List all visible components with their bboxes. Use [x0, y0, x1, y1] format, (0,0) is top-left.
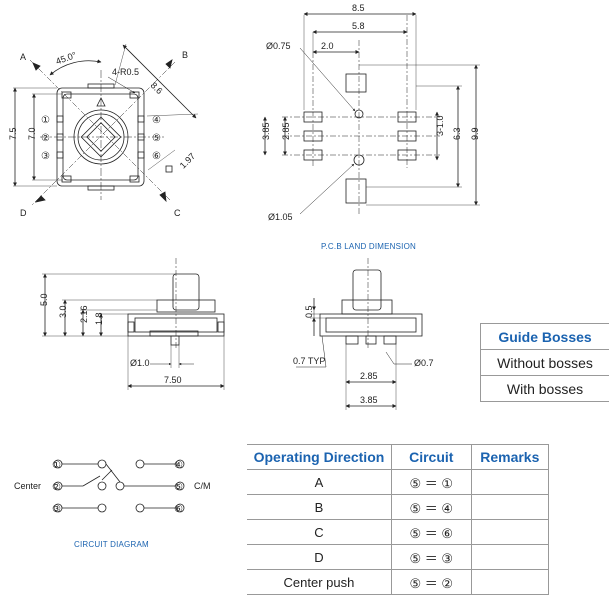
arrow-b-icon [166, 60, 172, 68]
dim-7-5: 7.5 [8, 127, 18, 140]
header-operating-direction: Operating Direction [247, 445, 391, 470]
center-label: Center [14, 481, 41, 491]
pcb-caption: P.C.B LAND DIMENSION [321, 242, 416, 251]
dim-1-97: 1.97 [178, 151, 197, 170]
dim-d10: Ø1.0 [130, 358, 150, 368]
label-d: D [20, 208, 27, 218]
arrow-d-icon [36, 196, 45, 202]
circuit-cell: ⑤ ＝ ② [391, 570, 471, 595]
pin-2-label: ② [41, 133, 50, 144]
direction-cell: D [247, 545, 391, 570]
circuit-cell: ⑤ ＝ ① [391, 470, 471, 495]
dim-2-85: 2.85 [281, 122, 291, 140]
dim-2-16: 2.16 [79, 305, 89, 323]
angle-label: 45.0° [54, 50, 78, 67]
operating-direction-table: Operating Direction Circuit Remarks A ⑤ … [247, 444, 549, 595]
dim-0-5: 0.5 [304, 305, 314, 318]
dim-5-8: 5.8 [352, 21, 365, 31]
pin-5-label: ⑤ [152, 133, 161, 144]
dim-d07: Ø0.7 [414, 358, 434, 368]
circuit-caption: CIRCUIT DIAGRAM [74, 540, 149, 549]
side-view [42, 258, 224, 390]
circuit-diagram [54, 460, 184, 512]
label-c: C [174, 208, 181, 218]
dim-d075: Ø0.75 [266, 41, 291, 51]
dim-8-5: 8.5 [352, 3, 365, 13]
dim-2-0: 2.0 [321, 41, 334, 51]
dim-9-9: 9.9 [470, 127, 480, 140]
circuit-pin-6: ⑥ [174, 504, 183, 515]
dim-2-85-b: 2.85 [360, 371, 378, 381]
label-b: B [182, 50, 188, 60]
remarks-cell [471, 570, 548, 595]
guide-row-without: Without bosses [481, 350, 609, 376]
dim-d105: Ø1.05 [268, 212, 293, 222]
circuit-pin-1: ① [52, 460, 61, 471]
side-labels: 5.0 3.0 2.16 1.8 Ø1.0 7.50 [39, 293, 182, 385]
table-row: B ⑤ ＝ ④ [247, 495, 549, 520]
table-row: Center push ⑤ ＝ ② [247, 570, 549, 595]
dim-7-0: 7.0 [27, 127, 37, 140]
dim-0-7-typ: 0.7 TYP [293, 356, 325, 366]
guide-bosses-header: Guide Bosses [481, 324, 609, 350]
circuit-pin-2: ② [52, 482, 61, 493]
table-row: A ⑤ ＝ ① [247, 470, 549, 495]
circuit-pin-4: ④ [174, 460, 183, 471]
cm-label: C/M [194, 481, 211, 491]
pin-1-label: ① [41, 115, 50, 126]
dim-5-0: 5.0 [39, 293, 49, 306]
dim-1-8: 1.8 [94, 312, 104, 325]
circuit-pin-3: ③ [52, 504, 61, 515]
circuit-pin-5: ⑤ [174, 482, 183, 493]
dim-3-85: 3.85 [261, 122, 271, 140]
circuit-labels: ① ② ③ ④ ⑤ ⑥ Center C/M [14, 460, 211, 515]
pin-4-label: ④ [152, 115, 161, 126]
direction-cell: C [247, 520, 391, 545]
pcb-labels: 8.5 5.8 2.0 Ø0.75 3.85 2.85 3-1.0 6.3 9.… [261, 3, 480, 222]
end-view [296, 258, 422, 410]
dim-8-6: 8.6 [149, 80, 165, 96]
header-circuit: Circuit [391, 445, 471, 470]
circuit-cell: ⑤ ＝ ⑥ [391, 520, 471, 545]
direction-cell: Center push [247, 570, 391, 595]
remarks-cell [471, 520, 548, 545]
dim-7-50: 7.50 [164, 375, 182, 385]
guide-row-with: With bosses [481, 376, 609, 402]
dim-3-85-b: 3.85 [360, 395, 378, 405]
circuit-cell: ⑤ ＝ ③ [391, 545, 471, 570]
header-remarks: Remarks [471, 445, 548, 470]
pcb-land-view [265, 14, 480, 215]
remarks-cell [471, 495, 548, 520]
circuit-cell: ⑤ ＝ ④ [391, 495, 471, 520]
label-a: A [20, 52, 26, 62]
dim-3-0: 3.0 [58, 305, 68, 318]
dim-3-1-0: 3-1.0 [435, 115, 445, 136]
radius-label: 4-R0.5 [112, 67, 139, 77]
direction-cell: B [247, 495, 391, 520]
pin-3-label: ③ [41, 151, 50, 162]
dim-6-3: 6.3 [452, 127, 462, 140]
table-row: C ⑤ ＝ ⑥ [247, 520, 549, 545]
top-view-labels: 45.0° 4-R0.5 8.6 7.5 7.0 1.97 A B C D ① … [8, 50, 197, 218]
arrow-c-icon [160, 192, 166, 201]
pin-6-label: ⑥ [152, 151, 161, 162]
table-row: D ⑤ ＝ ③ [247, 545, 549, 570]
guide-bosses-table: Guide Bosses Without bosses With bosses [480, 323, 609, 402]
remarks-cell [471, 470, 548, 495]
remarks-cell [471, 545, 548, 570]
direction-cell: A [247, 470, 391, 495]
